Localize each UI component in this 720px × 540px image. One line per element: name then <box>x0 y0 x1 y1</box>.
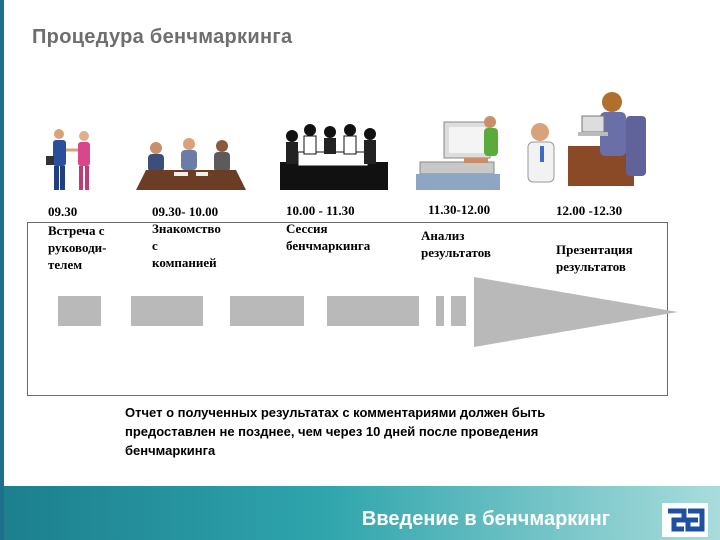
company-logo-icon <box>662 503 708 537</box>
timeline-segment-4 <box>327 296 419 326</box>
timeline-segment-5b <box>451 296 466 326</box>
time-label-4: 11.30-12.00 <box>428 202 491 217</box>
group-session-illustration <box>280 124 388 190</box>
presentation-illustration <box>527 92 646 186</box>
computer-analysis-illustration <box>416 116 500 190</box>
timeline-segment-5a <box>436 296 444 326</box>
time-label-2: 09.30- 10.00 <box>152 204 219 219</box>
report-note: Отчет о полученных результатах с коммент… <box>125 405 546 458</box>
timeline-arrow-head <box>474 277 678 347</box>
slide-title: Процедура бенчмаркинга <box>32 26 293 48</box>
time-label-3: 10.00 - 11.30 <box>286 203 355 218</box>
meeting-table-illustration <box>136 138 246 190</box>
handshake-illustration <box>46 129 90 190</box>
timeline-segment-1 <box>58 296 101 326</box>
timeline-segment-2 <box>131 296 203 326</box>
timeline-segment-3 <box>230 296 304 326</box>
time-label-5: 12.00 -12.30 <box>556 203 623 218</box>
time-label-1: 09.30 <box>48 204 78 219</box>
footer-title: Введение в бенчмаркинг <box>361 508 610 530</box>
footer-bar: Введение в бенчмаркинг <box>4 486 720 540</box>
left-accent-bar <box>0 0 4 540</box>
